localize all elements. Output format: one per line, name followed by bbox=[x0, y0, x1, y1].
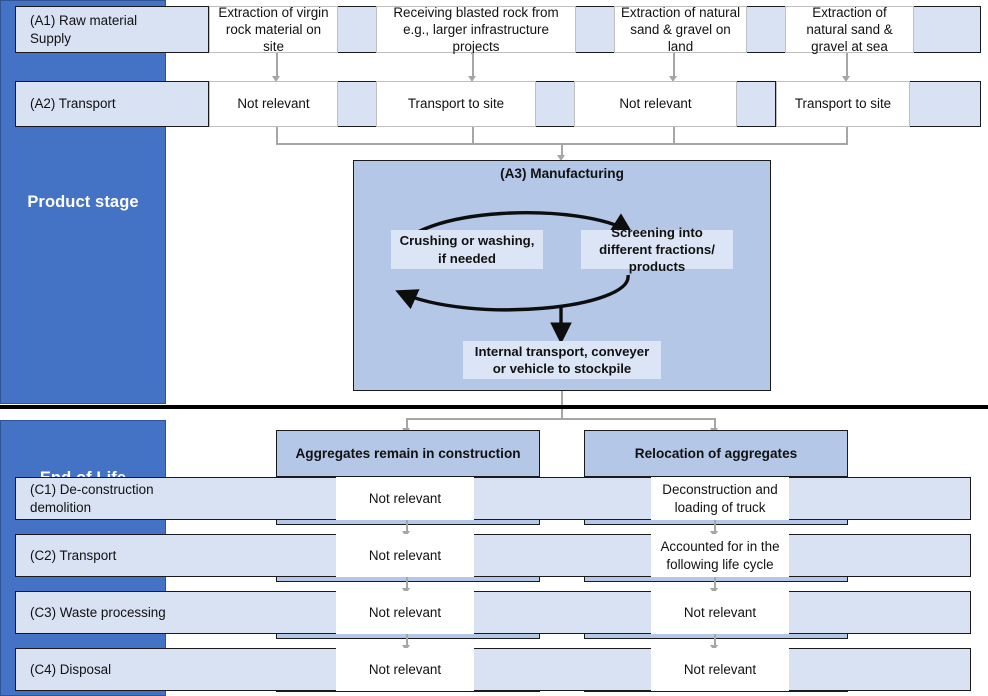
arrow-a1-a2-1-head bbox=[272, 76, 280, 82]
arrow-a1-a2-4-head bbox=[842, 76, 850, 82]
row-a2-label-box: (A2) Transport bbox=[15, 81, 209, 127]
cell-a2-3: Not relevant bbox=[574, 81, 737, 127]
manufacturing-crushing-box: Crushing or washing, if needed bbox=[391, 230, 543, 269]
cell-c3-2: Not relevant bbox=[651, 591, 789, 634]
row-c3-label: (C3) Waste processing bbox=[30, 604, 166, 620]
merge-drop-1 bbox=[276, 127, 278, 144]
row-a1-spacer-3 bbox=[746, 6, 786, 53]
cell-c4-1: Not relevant bbox=[336, 648, 474, 691]
row-a2-label: (A2) Transport bbox=[30, 96, 116, 112]
product-stage-band: Product stage bbox=[0, 0, 166, 404]
arrow-c2-c3-left-line bbox=[406, 577, 408, 590]
arrow-c3-c4-right-line bbox=[714, 634, 716, 647]
cell-c3-1: Not relevant bbox=[336, 591, 474, 634]
arrow-a1-a2-4-line bbox=[846, 53, 848, 78]
cell-c2-2: Accounted for in the following life cycl… bbox=[651, 534, 789, 577]
row-c2-band: (C2) Transport bbox=[15, 534, 971, 577]
arrow-a1-a2-1-line bbox=[276, 53, 278, 78]
cell-a1-3: Extraction of natural sand & gravel on l… bbox=[614, 5, 747, 54]
row-c1-label: (C1) De-construction demolition bbox=[30, 482, 154, 515]
eol-split-bus bbox=[406, 418, 716, 420]
arrow-c1-c2-left-line bbox=[406, 520, 408, 533]
arrow-a2-a3-line bbox=[561, 143, 563, 157]
manufacturing-internal-transport-box: Internal transport, conveyer or vehicle … bbox=[463, 341, 661, 379]
row-a1-label: (A1) Raw material Supply bbox=[30, 13, 138, 46]
arrow-a1-a2-3-line bbox=[673, 53, 675, 78]
cell-c1-1: Not relevant bbox=[336, 477, 474, 520]
row-a2-spacer-1 bbox=[337, 81, 377, 127]
merge-drop-4 bbox=[846, 127, 848, 144]
row-a2-spacer-3 bbox=[736, 81, 776, 127]
eol-branch-left-line bbox=[406, 418, 408, 430]
stage-divider bbox=[0, 405, 988, 409]
scenario-header-1: Aggregates remain in construction bbox=[276, 430, 540, 477]
row-c2-label: (C2) Transport bbox=[30, 547, 117, 563]
row-c4-band: (C4) Disposal bbox=[15, 648, 971, 691]
manufacturing-title: (A3) Manufacturing bbox=[500, 165, 624, 181]
loop-arc-bottom bbox=[395, 274, 630, 312]
arrow-a1-a2-2-head bbox=[468, 76, 476, 82]
cell-a1-1: Extraction of virgin rock material on si… bbox=[209, 5, 338, 54]
arrow-a1-a2-2-line bbox=[472, 53, 474, 78]
arrow-a2-a3-head bbox=[557, 155, 565, 161]
merge-drop-2 bbox=[472, 127, 474, 144]
manufacturing-screening-box: Screening into different fractions/ prod… bbox=[581, 225, 733, 274]
merge-drop-3 bbox=[673, 127, 675, 144]
eol-branch-right-line bbox=[714, 418, 716, 430]
row-a2-spacer-4 bbox=[909, 81, 981, 127]
row-a1-label-box: (A1) Raw material Supply bbox=[15, 6, 209, 53]
row-a2-spacer-2 bbox=[535, 81, 575, 127]
cell-a2-4: Transport to site bbox=[776, 81, 910, 127]
manufacturing-title-wrap: (A3) Manufacturing bbox=[353, 163, 771, 183]
row-a1-spacer-2 bbox=[575, 6, 615, 53]
scenario-header-2: Relocation of aggregates bbox=[584, 430, 848, 477]
cell-a1-4: Extraction of natural sand & gravel at s… bbox=[785, 5, 914, 54]
arrow-a1-a2-3-head bbox=[669, 76, 677, 82]
arrow-c1-c2-right-line bbox=[714, 520, 716, 533]
row-a1-spacer-4 bbox=[913, 6, 981, 53]
cell-a1-2: Receiving blasted rock from e.g., larger… bbox=[376, 5, 576, 54]
row-c1-band: (C1) De-construction demolition bbox=[15, 477, 971, 520]
arrow-c2-c3-right-line bbox=[714, 577, 716, 590]
row-c4-label: (C4) Disposal bbox=[30, 661, 112, 677]
row-a1-spacer-1 bbox=[337, 6, 377, 53]
cell-c2-1: Not relevant bbox=[336, 534, 474, 577]
cell-c1-2: Deconstruction and loading of truck bbox=[651, 477, 789, 520]
product-stage-label: Product stage bbox=[27, 192, 139, 211]
cell-a2-2: Transport to site bbox=[376, 81, 536, 127]
cell-c4-2: Not relevant bbox=[651, 648, 789, 691]
arrow-c3-c4-left-line bbox=[406, 634, 408, 647]
row-c3-band: (C3) Waste processing bbox=[15, 591, 971, 634]
cell-a2-1: Not relevant bbox=[209, 81, 338, 127]
